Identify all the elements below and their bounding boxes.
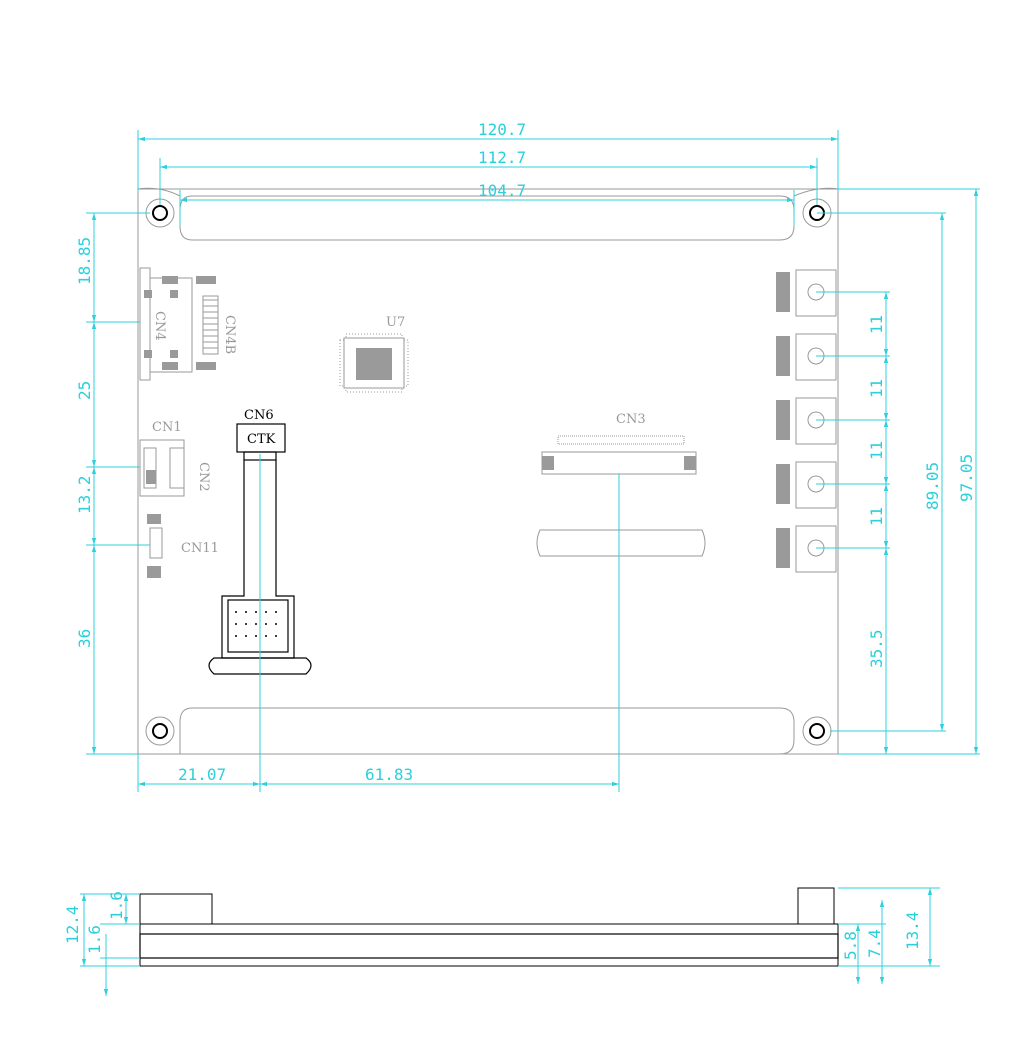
dim-11-d: 11 — [867, 507, 886, 526]
dim-89-05: 89.05 — [923, 462, 942, 510]
dim-97-05: 97.05 — [957, 454, 976, 502]
tact-button-5 — [776, 525, 837, 573]
cn11-connector — [147, 514, 163, 578]
board-outline — [137, 188, 839, 755]
cn6-flex-connector — [208, 423, 312, 675]
dim-61-83: 61.83 — [365, 765, 413, 784]
tact-button-1 — [776, 269, 837, 317]
cn4b-label: CN4B — [222, 315, 237, 354]
board-side-view — [139, 887, 839, 967]
side-panel — [139, 933, 839, 959]
side-connector-right — [797, 887, 835, 925]
dim-7-4: 7.4 — [865, 929, 884, 958]
side-pcb-top — [139, 923, 839, 935]
cn4-connector — [139, 267, 216, 381]
mounting-hole-br — [802, 716, 832, 746]
dim-104-7: 104.7 — [478, 181, 526, 200]
bottom-cutout-slot — [179, 707, 795, 755]
dim-13-4: 13.4 — [903, 911, 922, 950]
dim-36: 36 — [75, 629, 94, 648]
battery-slot — [536, 529, 706, 557]
cn4b-connector — [202, 295, 219, 355]
dim-18-85: 18.85 — [75, 237, 94, 285]
dim-120-7: 120.7 — [478, 120, 526, 139]
cn2-label: CN2 — [196, 462, 211, 492]
mounting-hole-bl — [145, 716, 175, 746]
top-cutout-slot — [179, 195, 795, 241]
top-dimensions: 120.7 112.7 104.7 18.85 25 13.2 36 — [75, 120, 980, 792]
dim-112-7: 112.7 — [478, 148, 526, 167]
dim-11-a: 11 — [867, 315, 886, 334]
dim-12-4: 12.4 — [63, 905, 82, 944]
board-top-view: CN4 CN4B U7 CN1 CN2 CN11 — [137, 187, 839, 755]
dim-13-2: 13.2 — [75, 475, 94, 514]
cn4-label: CN4 — [152, 311, 167, 341]
u7-chip — [339, 333, 409, 393]
cn3-label: CN3 — [616, 412, 646, 427]
dim-1-6-bottom: 1.6 — [85, 925, 104, 954]
tact-button-4 — [776, 461, 837, 509]
side-connector-left — [139, 893, 213, 925]
dim-11-b: 11 — [867, 379, 886, 398]
side-pcb-bottom — [139, 957, 839, 967]
tact-button-3 — [776, 397, 837, 445]
dim-35-5: 35.5 — [867, 629, 886, 668]
cn3-connector — [541, 435, 697, 475]
dim-21-07: 21.07 — [178, 765, 226, 784]
u7-label: U7 — [386, 315, 405, 330]
cn1-label: CN1 — [152, 420, 182, 435]
cn1-connector — [139, 439, 185, 497]
tact-button-2 — [776, 333, 837, 381]
side-dimensions: 12.4 1.6 1.6 5.8 7.4 13.4 — [63, 887, 940, 996]
ctk-label: CTK — [247, 432, 276, 447]
cn6-label: CN6 — [244, 408, 274, 423]
cn11-label: CN11 — [181, 541, 219, 556]
dim-25: 25 — [75, 381, 94, 400]
dim-5-8: 5.8 — [841, 931, 860, 960]
dim-11-c: 11 — [867, 441, 886, 460]
dim-1-6-top: 1.6 — [107, 891, 126, 920]
